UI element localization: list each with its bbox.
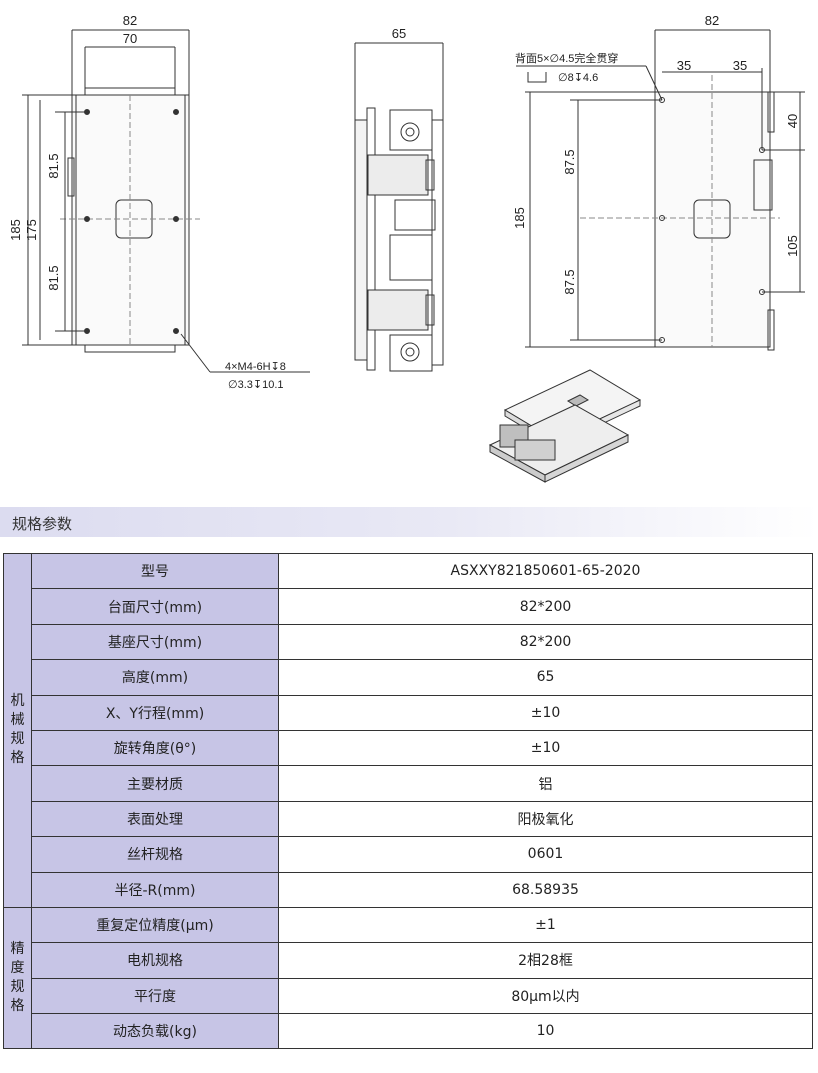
row-label: 动态负载(kg) <box>31 1013 279 1050</box>
dim-82-right: 82 <box>705 13 719 28</box>
table-row: 表面处理 阳极氧化 <box>4 800 813 838</box>
dim-105: 105 <box>785 235 800 257</box>
section-title: 规格参数 <box>12 515 73 533</box>
row-label: 台面尺寸(mm) <box>31 588 279 625</box>
row-value: ±10 <box>278 694 813 731</box>
table-row: 丝杆规格 0601 <box>4 836 813 873</box>
dim-35-right: 35 <box>733 58 747 73</box>
dim-175: 175 <box>24 219 39 241</box>
table-row: 机械规格 型号 ASXXY821850601-65-2020 <box>3 552 813 908</box>
row-value: 80μm以内 <box>278 977 813 1015</box>
row-value: 68.58935 <box>278 871 813 908</box>
row-value: ±1 <box>278 906 813 944</box>
row-label: X、Y行程(mm) <box>31 694 279 731</box>
dim-185-left: 185 <box>8 219 23 241</box>
row-value: ASXXY821850601-65-2020 <box>278 552 813 590</box>
row-value: 82*200 <box>278 623 813 661</box>
table-row: 精度规格 重复定位精度(μm) ±1 <box>3 906 813 1050</box>
dim-81-5-bottom: 81.5 <box>46 265 61 290</box>
dim-81-5-top: 81.5 <box>46 153 61 178</box>
right-view-drawing <box>516 29 805 351</box>
table-row: 半径-R(mm) 68.58935 <box>4 871 813 908</box>
through-hole-note-line2: ∅8↧4.6 <box>558 72 598 84</box>
row-value: 2相28框 <box>278 942 813 979</box>
dim-82-left: 82 <box>123 13 137 28</box>
technical-drawings: 82 70 185 175 81.5 81.5 4×M4-6H↧8 ∅3.3↧1… <box>0 0 818 505</box>
group-label-precision: 精度规格 <box>3 906 32 1050</box>
dim-87-5-top: 87.5 <box>562 149 577 174</box>
table-row: 动态负载(kg) 10 <box>4 1013 813 1050</box>
table-row: 台面尺寸(mm) 82*200 <box>4 588 813 625</box>
isometric-product-view <box>488 369 642 483</box>
table-row: 主要材质 铝 <box>4 765 813 802</box>
tap-hole-note-line1: 4×M4-6H↧8 <box>225 361 286 373</box>
table-row: 高度(mm) 65 <box>4 659 813 696</box>
row-label: 半径-R(mm) <box>31 871 279 908</box>
middle-view-drawing <box>354 42 444 372</box>
row-value: 铝 <box>278 765 813 802</box>
row-label: 主要材质 <box>31 765 279 802</box>
row-value: 82*200 <box>278 588 813 625</box>
row-label: 丝杆规格 <box>31 836 279 873</box>
dim-87-5-bottom: 87.5 <box>562 269 577 294</box>
table-row: 基座尺寸(mm) 82*200 <box>4 623 813 661</box>
dim-40: 40 <box>785 114 800 128</box>
row-label: 重复定位精度(μm) <box>31 906 279 944</box>
row-label: 型号 <box>31 552 279 590</box>
row-value: 65 <box>278 659 813 696</box>
table-row: 旋转角度(θ°) ±10 <box>4 729 813 767</box>
row-label: 表面处理 <box>31 800 279 838</box>
through-hole-note-line1: 背面5×∅4.5完全贯穿 <box>515 51 618 65</box>
row-label: 高度(mm) <box>31 659 279 696</box>
row-label: 基座尺寸(mm) <box>31 623 279 661</box>
row-value: 10 <box>278 1013 813 1050</box>
table-row: 平行度 80μm以内 <box>4 977 813 1015</box>
row-value: ±10 <box>278 729 813 767</box>
dim-35-left: 35 <box>677 58 691 73</box>
dim-185-right: 185 <box>512 207 527 229</box>
left-view-drawing <box>22 29 310 373</box>
spec-table: 机械规格 型号 ASXXY821850601-65-2020 台面尺寸(mm) … <box>3 552 813 1050</box>
row-label: 平行度 <box>31 977 279 1015</box>
row-value: 0601 <box>278 836 813 873</box>
section-header: 规格参数 <box>0 507 818 537</box>
tap-hole-note-line2: ∅3.3↧10.1 <box>228 379 284 391</box>
table-row: X、Y行程(mm) ±10 <box>4 694 813 731</box>
group-label-mechanical: 机械规格 <box>3 553 32 908</box>
dim-65: 65 <box>392 26 406 41</box>
row-value: 阳极氧化 <box>278 800 813 838</box>
dim-70: 70 <box>123 31 137 46</box>
table-row: 电机规格 2相28框 <box>4 942 813 979</box>
row-label: 旋转角度(θ°) <box>31 729 279 767</box>
row-label: 电机规格 <box>31 942 279 979</box>
